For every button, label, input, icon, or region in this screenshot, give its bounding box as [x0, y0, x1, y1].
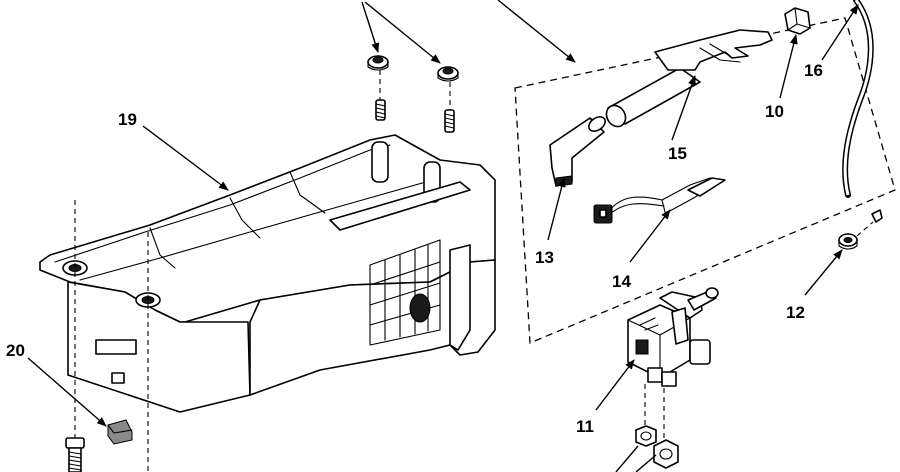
callout-15: 15 [668, 144, 687, 163]
top-screw-right [444, 109, 455, 133]
callout-20: 20 [6, 341, 25, 360]
group-leader-line [497, 0, 576, 63]
assembly-group-boundary [514, 17, 896, 344]
callout-13: 13 [535, 248, 554, 267]
elbow-tube-part-13 [549, 116, 606, 187]
nut-arrows [361, 1, 441, 64]
callout-12: 12 [786, 303, 805, 322]
callout-19: 19 [118, 110, 137, 129]
top-nut-right [437, 66, 459, 82]
fill-tube-part-15 [605, 29, 773, 128]
ice-tray-part-19 [39, 134, 496, 413]
screw-part-20 [65, 437, 85, 472]
leader-lines [27, 4, 859, 472]
callout-10: 10 [765, 102, 784, 121]
callout-11: 11 [576, 417, 594, 436]
clamp-part-12 [838, 209, 883, 250]
hose-part-16 [842, 0, 874, 198]
water-valve-part-11 [627, 287, 719, 387]
clip-part-20 [107, 419, 133, 445]
valve-nut-right [653, 439, 679, 469]
nut-part-10 [784, 7, 811, 35]
top-nut-left [367, 55, 389, 71]
valve-nut-left [635, 425, 657, 447]
top-screw-left [375, 99, 386, 121]
callout-14: 14 [612, 272, 631, 291]
wire-harness-part-14 [593, 177, 726, 224]
callout-16: 16 [804, 61, 823, 80]
